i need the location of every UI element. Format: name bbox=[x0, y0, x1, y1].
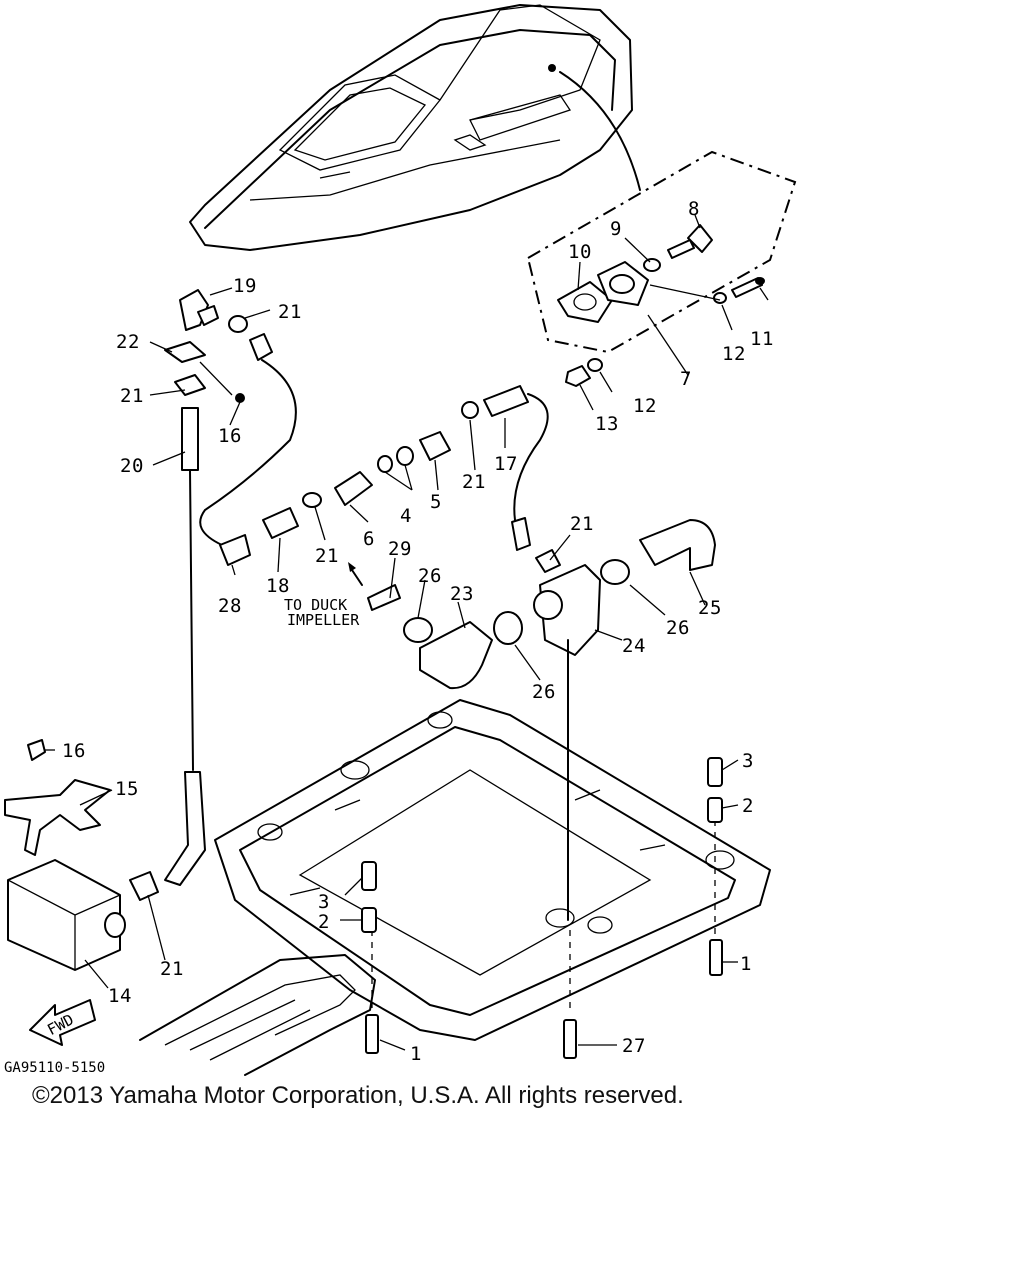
label-21: 21 bbox=[120, 385, 144, 407]
label-26: 26 bbox=[666, 617, 690, 639]
label-15: 15 bbox=[115, 778, 139, 800]
label-27: 27 bbox=[622, 1035, 646, 1057]
note-line-1: TO DUCK bbox=[284, 596, 347, 614]
center-hose-line bbox=[219, 385, 549, 566]
label-16: 16 bbox=[218, 425, 242, 447]
label-16: 16 bbox=[62, 740, 86, 762]
label-24: 24 bbox=[622, 635, 646, 657]
leader-lines bbox=[45, 214, 769, 1051]
pump-assembly bbox=[348, 519, 716, 690]
label-19: 19 bbox=[233, 275, 257, 297]
label-21: 21 bbox=[462, 471, 486, 493]
label-4: 4 bbox=[400, 505, 412, 527]
frame-fasteners bbox=[361, 757, 723, 1059]
label-13: 13 bbox=[595, 413, 619, 435]
note-line-2: IMPELLER bbox=[287, 611, 360, 629]
upper-left-fittings bbox=[164, 289, 297, 886]
label-28: 28 bbox=[218, 595, 242, 617]
label-21: 21 bbox=[315, 545, 339, 567]
label-25: 25 bbox=[698, 597, 722, 619]
label-10: 10 bbox=[568, 241, 592, 263]
label-18: 18 bbox=[266, 575, 290, 597]
label-20: 20 bbox=[120, 455, 144, 477]
part-number-labels: 19 21 22 21 16 20 10 9 8 11 12 7 12 13 1… bbox=[62, 198, 774, 1065]
label-3: 3 bbox=[318, 891, 330, 913]
label-9: 9 bbox=[610, 218, 622, 240]
label-12: 12 bbox=[633, 395, 657, 417]
watercraft-hull-drawing bbox=[189, 4, 641, 251]
duck-impeller-note: TO DUCK IMPELLER bbox=[284, 596, 360, 629]
label-3: 3 bbox=[742, 750, 754, 772]
copyright-notice: ©2013 Yamaha Motor Corporation, U.S.A. A… bbox=[32, 1082, 684, 1109]
label-2: 2 bbox=[318, 911, 330, 933]
left-side-parts bbox=[4, 739, 159, 971]
drain-assembly-box bbox=[526, 150, 797, 376]
label-29: 29 bbox=[388, 538, 412, 560]
fwd-arrow-icon: FWD bbox=[29, 999, 96, 1046]
label-21: 21 bbox=[570, 513, 594, 535]
label-1: 1 bbox=[410, 1043, 422, 1065]
figure-code: GA95110-5150 bbox=[4, 1060, 105, 1076]
label-23: 23 bbox=[450, 583, 474, 605]
label-26: 26 bbox=[418, 565, 442, 587]
label-17: 17 bbox=[494, 453, 518, 475]
label-2: 2 bbox=[742, 795, 754, 817]
label-22: 22 bbox=[116, 331, 140, 353]
label-8: 8 bbox=[688, 198, 700, 220]
label-7: 7 bbox=[680, 368, 692, 390]
label-21: 21 bbox=[160, 958, 184, 980]
label-5: 5 bbox=[430, 491, 442, 513]
engine-bed-frame bbox=[214, 639, 771, 1041]
jet-nozzle-drawing bbox=[139, 954, 376, 1076]
label-26: 26 bbox=[532, 681, 556, 703]
label-12: 12 bbox=[722, 343, 746, 365]
label-14: 14 bbox=[108, 985, 132, 1007]
label-6: 6 bbox=[363, 528, 375, 550]
label-11: 11 bbox=[750, 328, 774, 350]
label-21: 21 bbox=[278, 301, 302, 323]
nut-washer-group bbox=[565, 358, 603, 387]
label-1: 1 bbox=[740, 953, 752, 975]
